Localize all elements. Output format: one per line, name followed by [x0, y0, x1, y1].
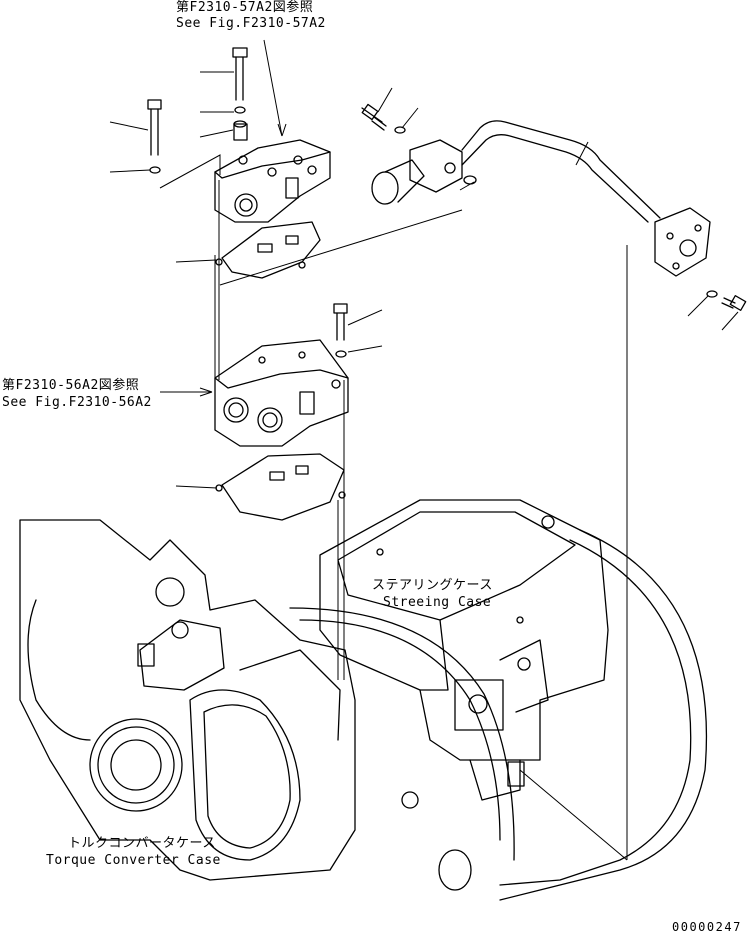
upper-valve-assembly: [147, 47, 331, 279]
steering-case-label-en: Streeing Case: [383, 595, 492, 610]
torque-case-label-en: Torque Converter Case: [46, 853, 221, 868]
middle-reference-jp: 第F2310-56A2図参照: [2, 378, 140, 393]
middle-valve-assembly: [214, 303, 349, 521]
upper-reference-en: See Fig.F2310-57A2: [176, 16, 326, 31]
middle-reference-en: See Fig.F2310-56A2: [2, 395, 152, 410]
steering-case: [319, 499, 609, 801]
steering-case-label-jp: ステアリングケース: [372, 578, 493, 593]
pipe-assembly: [361, 103, 747, 311]
housing-flange: [289, 529, 708, 901]
drawing-number: 00000247: [672, 920, 742, 934]
leader-lines: [109, 39, 739, 861]
torque-case-label-jp: トルクコンバータケース: [68, 836, 216, 851]
torque-converter-case: [19, 519, 472, 891]
upper-reference-jp: 第F2310-57A2図参照: [176, 0, 314, 15]
